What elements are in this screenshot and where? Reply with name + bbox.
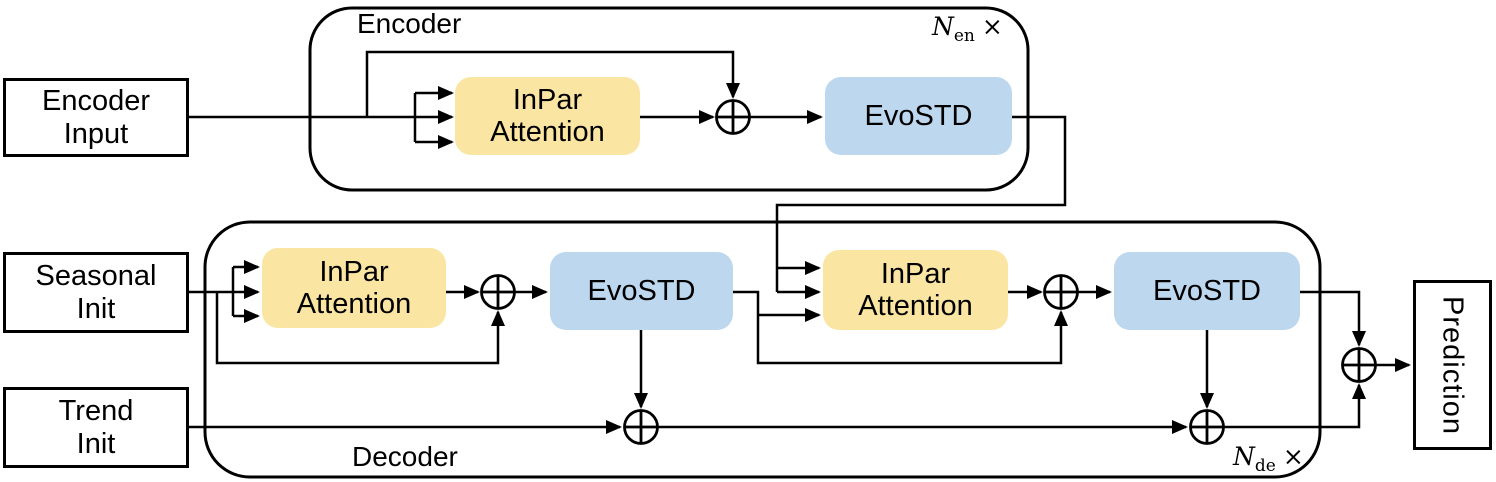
decoder-connectors: [189, 260, 1411, 434]
trend-circled-plus-icon-2: [1189, 409, 1225, 445]
encoder-repeat-var: N: [932, 12, 954, 41]
encoder-residual-line: [365, 50, 740, 117]
encoder-repeat-times: ×: [981, 12, 1003, 41]
trend-circled-plus-icon-1: [623, 409, 659, 445]
decoder-self-inpar-attention-box: InPar Attention: [262, 248, 446, 328]
decoder-cross-inpar-attention-box: InPar Attention: [823, 250, 1008, 330]
trend-output-line: [1224, 383, 1366, 429]
encoder-output-line: [775, 115, 1067, 292]
trend-init-box: Trend Init: [3, 387, 189, 468]
decoder-self-evostd-box: EvoSTD: [550, 252, 733, 330]
decoder-repeat-times: ×: [1282, 442, 1304, 471]
sum-nodes: [480, 99, 1377, 445]
decoder-repeat-label: Nde ×: [1233, 444, 1304, 475]
cross-residual-line: [733, 290, 1068, 365]
decoder-self-circled-plus-icon: [480, 274, 516, 310]
decoder-repeat-sub: de: [1254, 456, 1276, 476]
decoder-title: Decoder: [352, 441, 458, 472]
final-circled-plus-icon: [1341, 347, 1377, 383]
encoder-evostd-box: EvoSTD: [825, 77, 1012, 155]
encoder-connectors: [189, 50, 1067, 292]
prediction-box: Prediction: [1413, 280, 1492, 450]
encoder-inpar-attention-box: InPar Attention: [455, 77, 640, 155]
decoder-repeat-var: N: [1233, 442, 1255, 471]
encoder-title: Encoder: [357, 8, 462, 39]
encoder-repeat-label: Nen ×: [932, 14, 1003, 45]
encoder-circled-plus-icon: [715, 99, 751, 135]
decoder-cross-evostd-box: EvoSTD: [1114, 252, 1300, 330]
encoder-input-box: Encoder Input: [3, 78, 189, 157]
decoder-cross-circled-plus-icon: [1043, 274, 1079, 310]
encoder-repeat-sub: en: [953, 26, 975, 46]
seasonal-init-box: Seasonal Init: [3, 252, 189, 333]
seasonal-output-line: [1300, 290, 1366, 347]
self-residual-line: [215, 292, 505, 365]
